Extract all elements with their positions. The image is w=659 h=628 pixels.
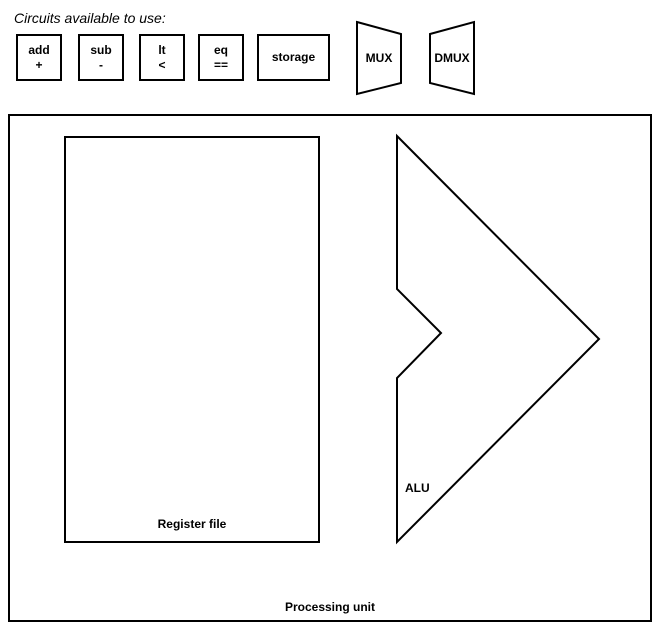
lt-circuit-name: lt [158, 42, 166, 57]
register-file-label: Register file [157, 517, 227, 531]
eq-circuit: eq == [198, 34, 244, 81]
register-file: Register file [64, 136, 320, 543]
eq-circuit-symbol: == [213, 57, 228, 72]
add-circuit-name: add [28, 42, 50, 57]
mux-label: MUX [365, 51, 393, 65]
alu-label: ALU [405, 481, 430, 495]
sub-circuit-name: sub [90, 42, 112, 57]
lt-circuit: lt < [139, 34, 185, 81]
add-circuit: add + [16, 34, 62, 81]
eq-circuit-name: eq [213, 42, 228, 57]
sub-circuit: sub - [78, 34, 124, 81]
dmux-label: DMUX [434, 51, 470, 65]
processing-unit-label: Processing unit [284, 600, 376, 614]
storage-circuit: storage [257, 34, 330, 81]
sub-circuit-symbol: - [99, 57, 103, 72]
processing-unit: Processing unit [8, 114, 652, 622]
add-circuit-symbol: + [35, 57, 43, 72]
lt-circuit-symbol: < [158, 57, 166, 72]
circuits-caption: Circuits available to use: [14, 10, 166, 26]
storage-circuit-name: storage [271, 50, 316, 64]
